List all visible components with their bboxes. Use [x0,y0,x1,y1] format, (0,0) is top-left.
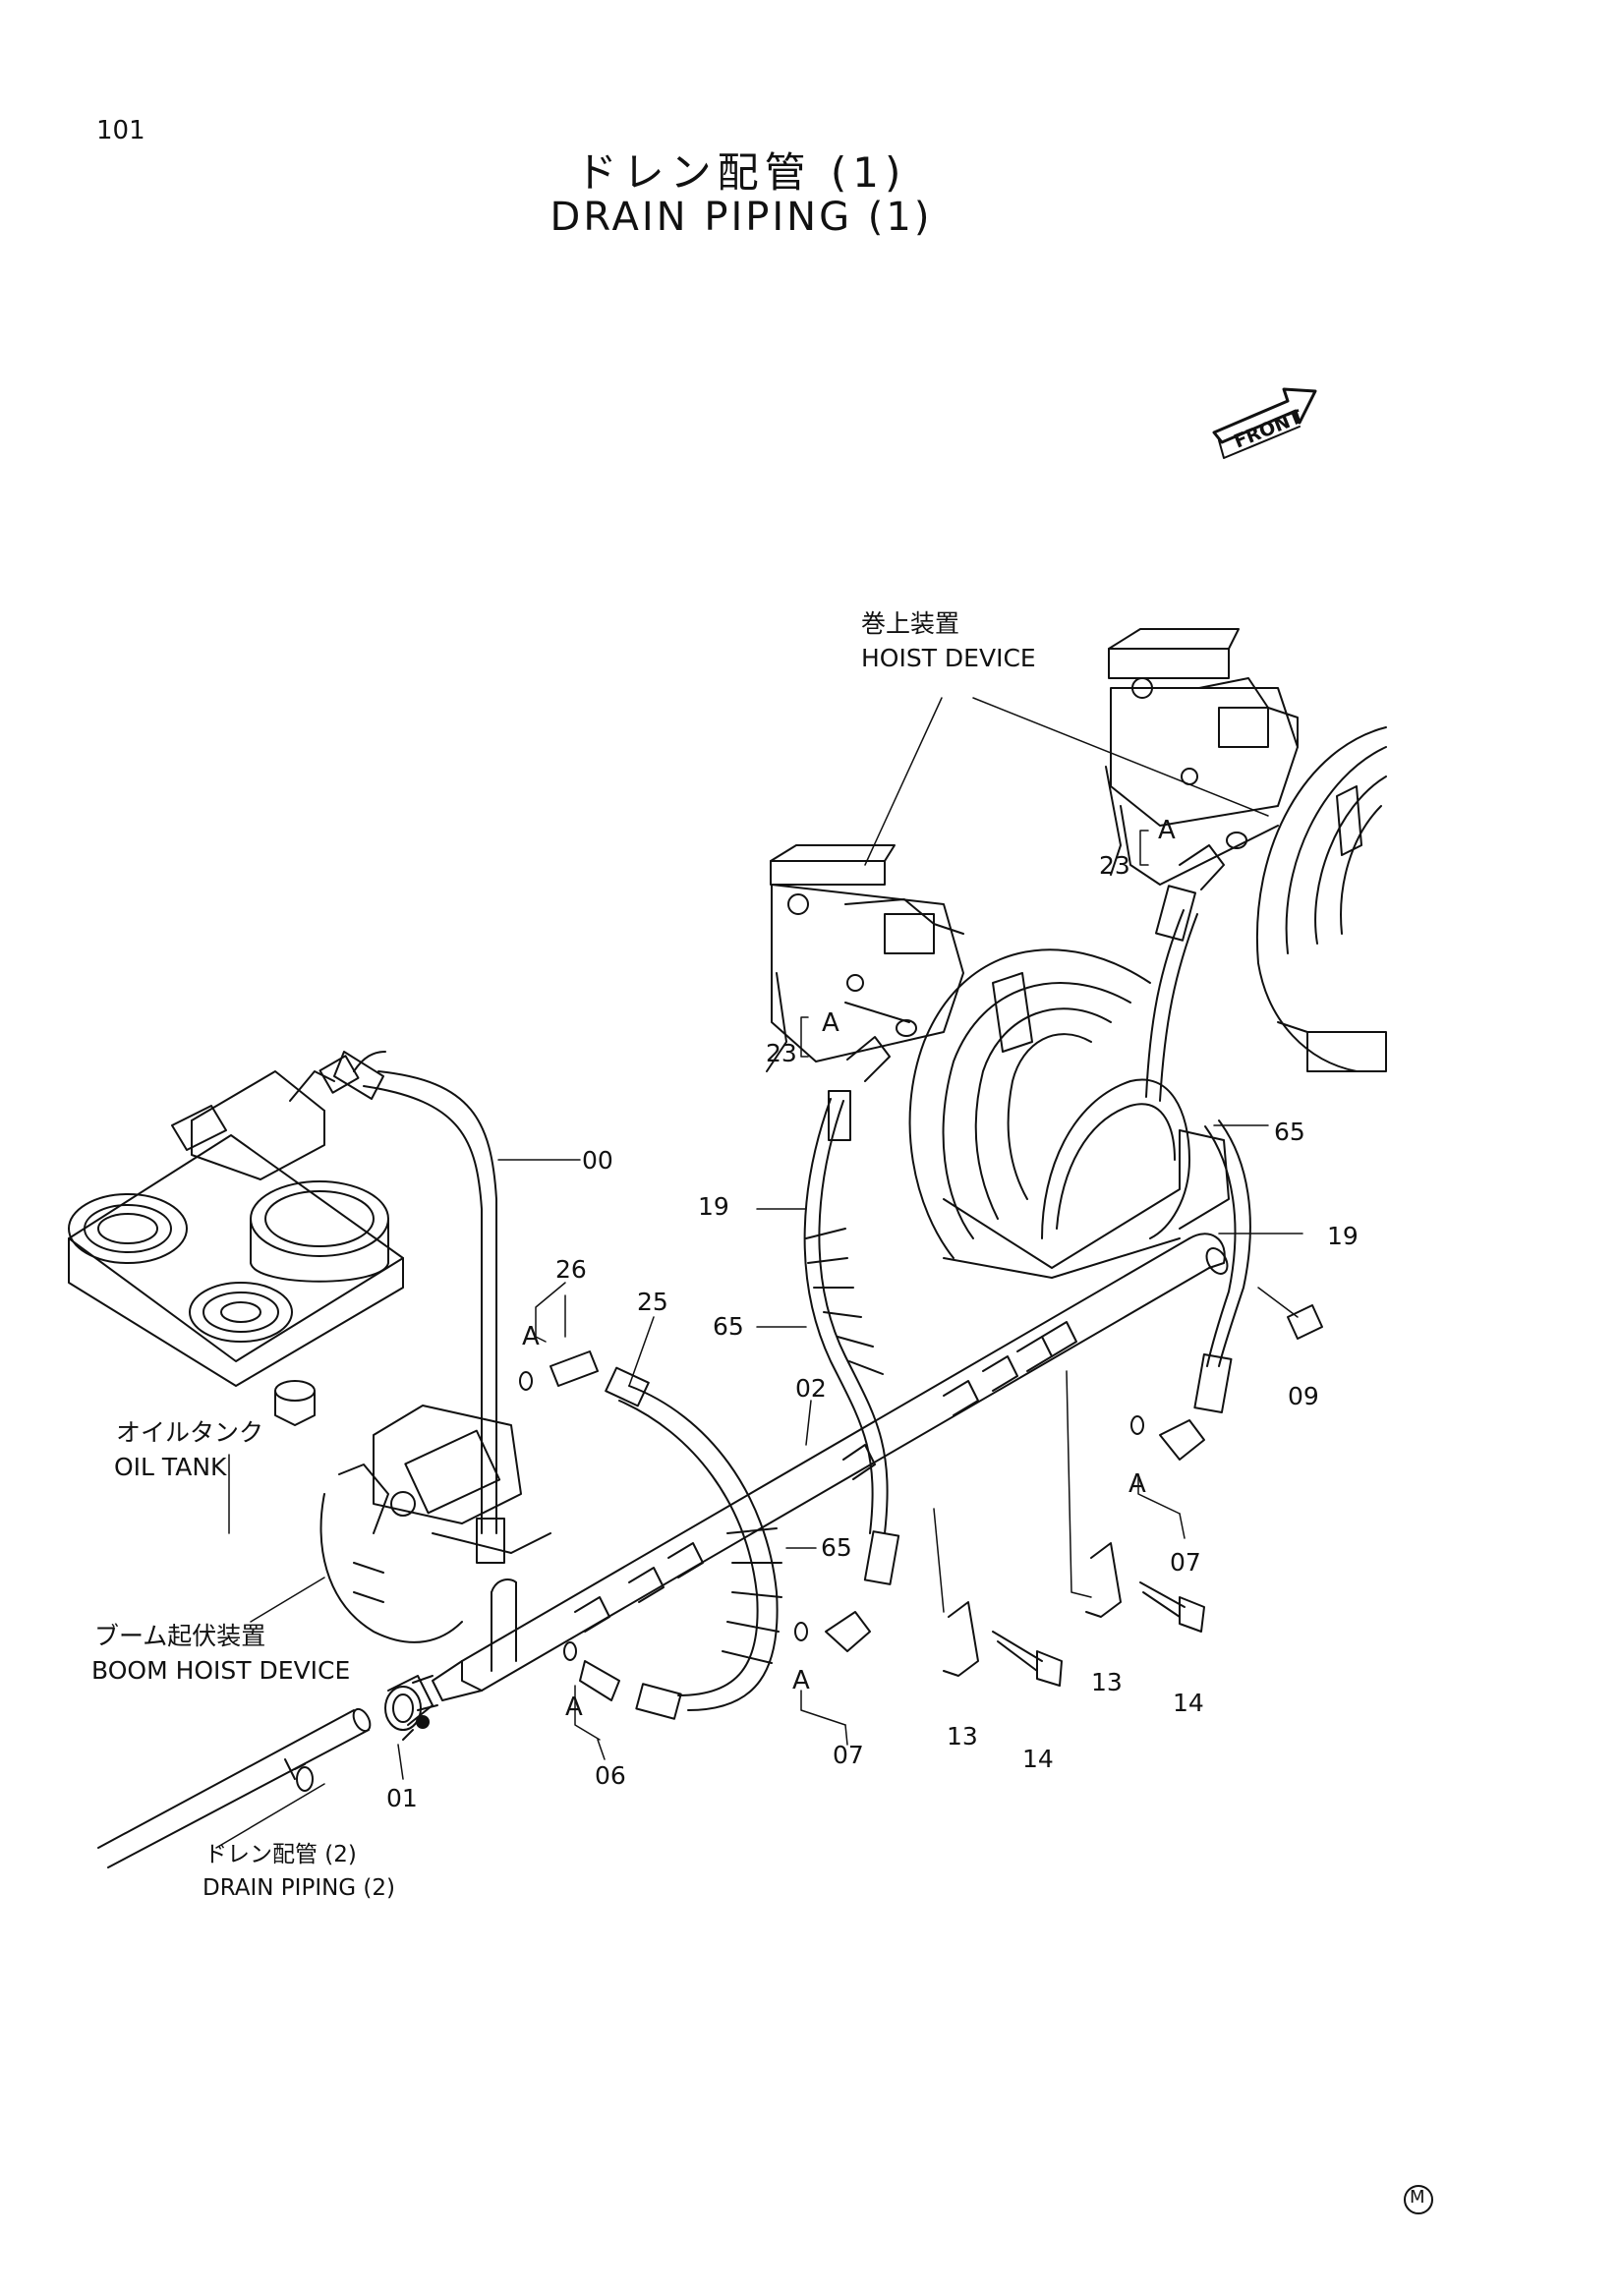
callout-07-upper: 07 [1170,1548,1201,1577]
label-hoist-device-en: HOIST DEVICE [861,644,1036,672]
elbow-23-lower [847,1020,916,1081]
clamp-13-lower [944,1602,978,1676]
fitting-07-upper [1131,1416,1204,1460]
boom-hoist-device [321,1406,550,1642]
label-oil-tank-en: OIL TANK [114,1453,227,1481]
callout-14-upper: 14 [1173,1689,1204,1717]
corner-mark: M [1410,2187,1425,2208]
fitting-07-lower [795,1612,870,1651]
hoist-device-upper [1106,629,1386,1071]
page-title-en: DRAIN PIPING (1) [550,195,933,240]
hose-19-right [1146,886,1250,1412]
marker-a-07-lower: A [792,1666,810,1695]
callout-65-lower: 65 [821,1533,852,1562]
callout-01: 01 [386,1784,418,1812]
hoist-device-lower [767,845,1229,1278]
marker-a-07-upper: A [1128,1469,1146,1499]
callout-19-left: 19 [698,1192,729,1221]
callout-65-upper: 65 [1274,1118,1305,1146]
callout-02: 02 [795,1374,827,1403]
marker-a-lower: A [822,1008,839,1038]
marker-a-26: A [522,1322,540,1351]
label-boom-hoist-jp: ブーム起伏装置 [94,1622,266,1650]
page-title-jp: ドレン配管 (1) [575,148,907,197]
front-arrow-icon: FRONT [1214,389,1315,458]
clamp-13-upper [1086,1543,1121,1617]
main-manifold-pipe [413,1234,1232,1710]
callout-14-lower: 14 [1022,1745,1054,1773]
label-hoist-device-jp: 巻上装置 [861,609,960,638]
page-number: 101 [96,116,145,145]
callout-65-middle: 65 [713,1312,744,1341]
oil-tank [69,1052,403,1425]
callout-09: 09 [1288,1382,1319,1410]
corner-mark-circle [1405,2186,1432,2213]
callout-26: 26 [555,1255,587,1284]
callout-13-lower: 13 [947,1722,978,1751]
label-drain2-en: DRAIN PIPING (2) [202,1875,396,1901]
elbow-23-upper [1180,832,1246,890]
label-oil-tank-jp: オイルタンク [116,1418,264,1447]
callout-25: 25 [637,1288,668,1316]
bolt-14-lower [993,1632,1062,1686]
callout-13-upper: 13 [1091,1668,1123,1696]
callout-23-upper: 23 [1099,851,1130,880]
hose-19-left [805,1091,899,1584]
callout-06: 06 [595,1761,626,1790]
bolt-14-upper [1140,1582,1204,1632]
label-boom-hoist-en: BOOM HOIST DEVICE [91,1656,351,1685]
callout-23-lower: 23 [766,1039,797,1067]
hose-00 [334,1052,504,1563]
drain-piping-2-pipe [98,1706,374,1867]
callout-00: 00 [582,1146,613,1175]
clamp-01 [385,1676,433,1740]
plug-09 [1288,1305,1322,1339]
fitting-06 [564,1642,619,1700]
marker-a-06: A [565,1693,583,1722]
label-drain2-jp: ドレン配管 (2) [204,1842,357,1867]
fitting-26 [520,1351,598,1390]
callout-07-lower: 07 [833,1741,864,1769]
marker-a-upper: A [1158,816,1176,845]
hose-25 [606,1368,781,1719]
leader-lines [216,698,1302,1848]
callout-19-right: 19 [1327,1222,1359,1250]
